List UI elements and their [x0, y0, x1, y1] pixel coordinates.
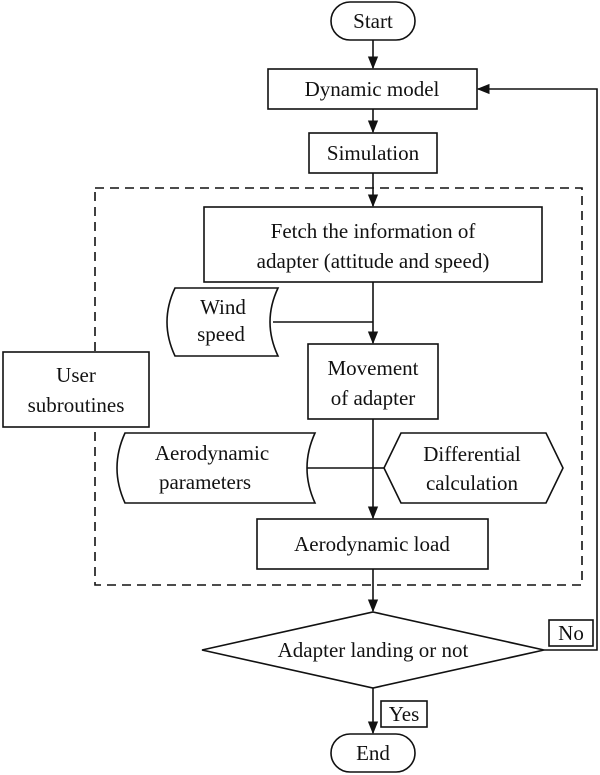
- arrow-decision-no-to-model: [476, 83, 598, 651]
- aerodynamic-parameters-label-line1: Aerodynamic: [155, 441, 269, 465]
- aerodynamic-parameters-node: [116, 432, 317, 504]
- user-subroutines-node: [2, 351, 150, 428]
- end-label: End: [356, 741, 390, 765]
- wind-speed-node: [166, 287, 280, 357]
- wind-speed-label-line1: Wind: [200, 295, 246, 319]
- aerodynamic-load-label: Aerodynamic load: [294, 532, 450, 556]
- movement-label-line2: of adapter: [331, 386, 416, 410]
- start-label: Start: [353, 9, 393, 33]
- fetch-info-node: [203, 206, 543, 283]
- dynamic-model-label: Dynamic model: [305, 77, 440, 101]
- user-subroutines-label-line2: subroutines: [28, 393, 125, 417]
- movement-label-line1: Movement: [328, 356, 419, 380]
- wind-speed-label-line2: speed: [197, 322, 245, 346]
- decision-label: Adapter landing or not: [278, 638, 469, 662]
- movement-node: [307, 343, 439, 420]
- differential-calculation-label-line2: calculation: [426, 471, 519, 495]
- no-label-box: [548, 619, 594, 647]
- simulation-label: Simulation: [327, 141, 420, 165]
- user-subroutines-label-line1: User: [56, 363, 96, 387]
- differential-calculation-label-line1: Differential: [423, 442, 521, 466]
- aerodynamic-load-node: [256, 518, 489, 570]
- fetch-info-label-line1: Fetch the information of: [271, 219, 476, 243]
- no-label: No: [558, 621, 584, 645]
- yes-label-box: [380, 700, 428, 728]
- simulation-node: [308, 132, 438, 174]
- dynamic-model-node: [267, 68, 478, 110]
- aerodynamic-parameters-label-line2: parameters: [159, 470, 251, 494]
- yes-label: Yes: [389, 702, 420, 726]
- fetch-info-label-line2: adapter (attitude and speed): [257, 249, 490, 273]
- user-subroutine-boundary: [94, 187, 583, 586]
